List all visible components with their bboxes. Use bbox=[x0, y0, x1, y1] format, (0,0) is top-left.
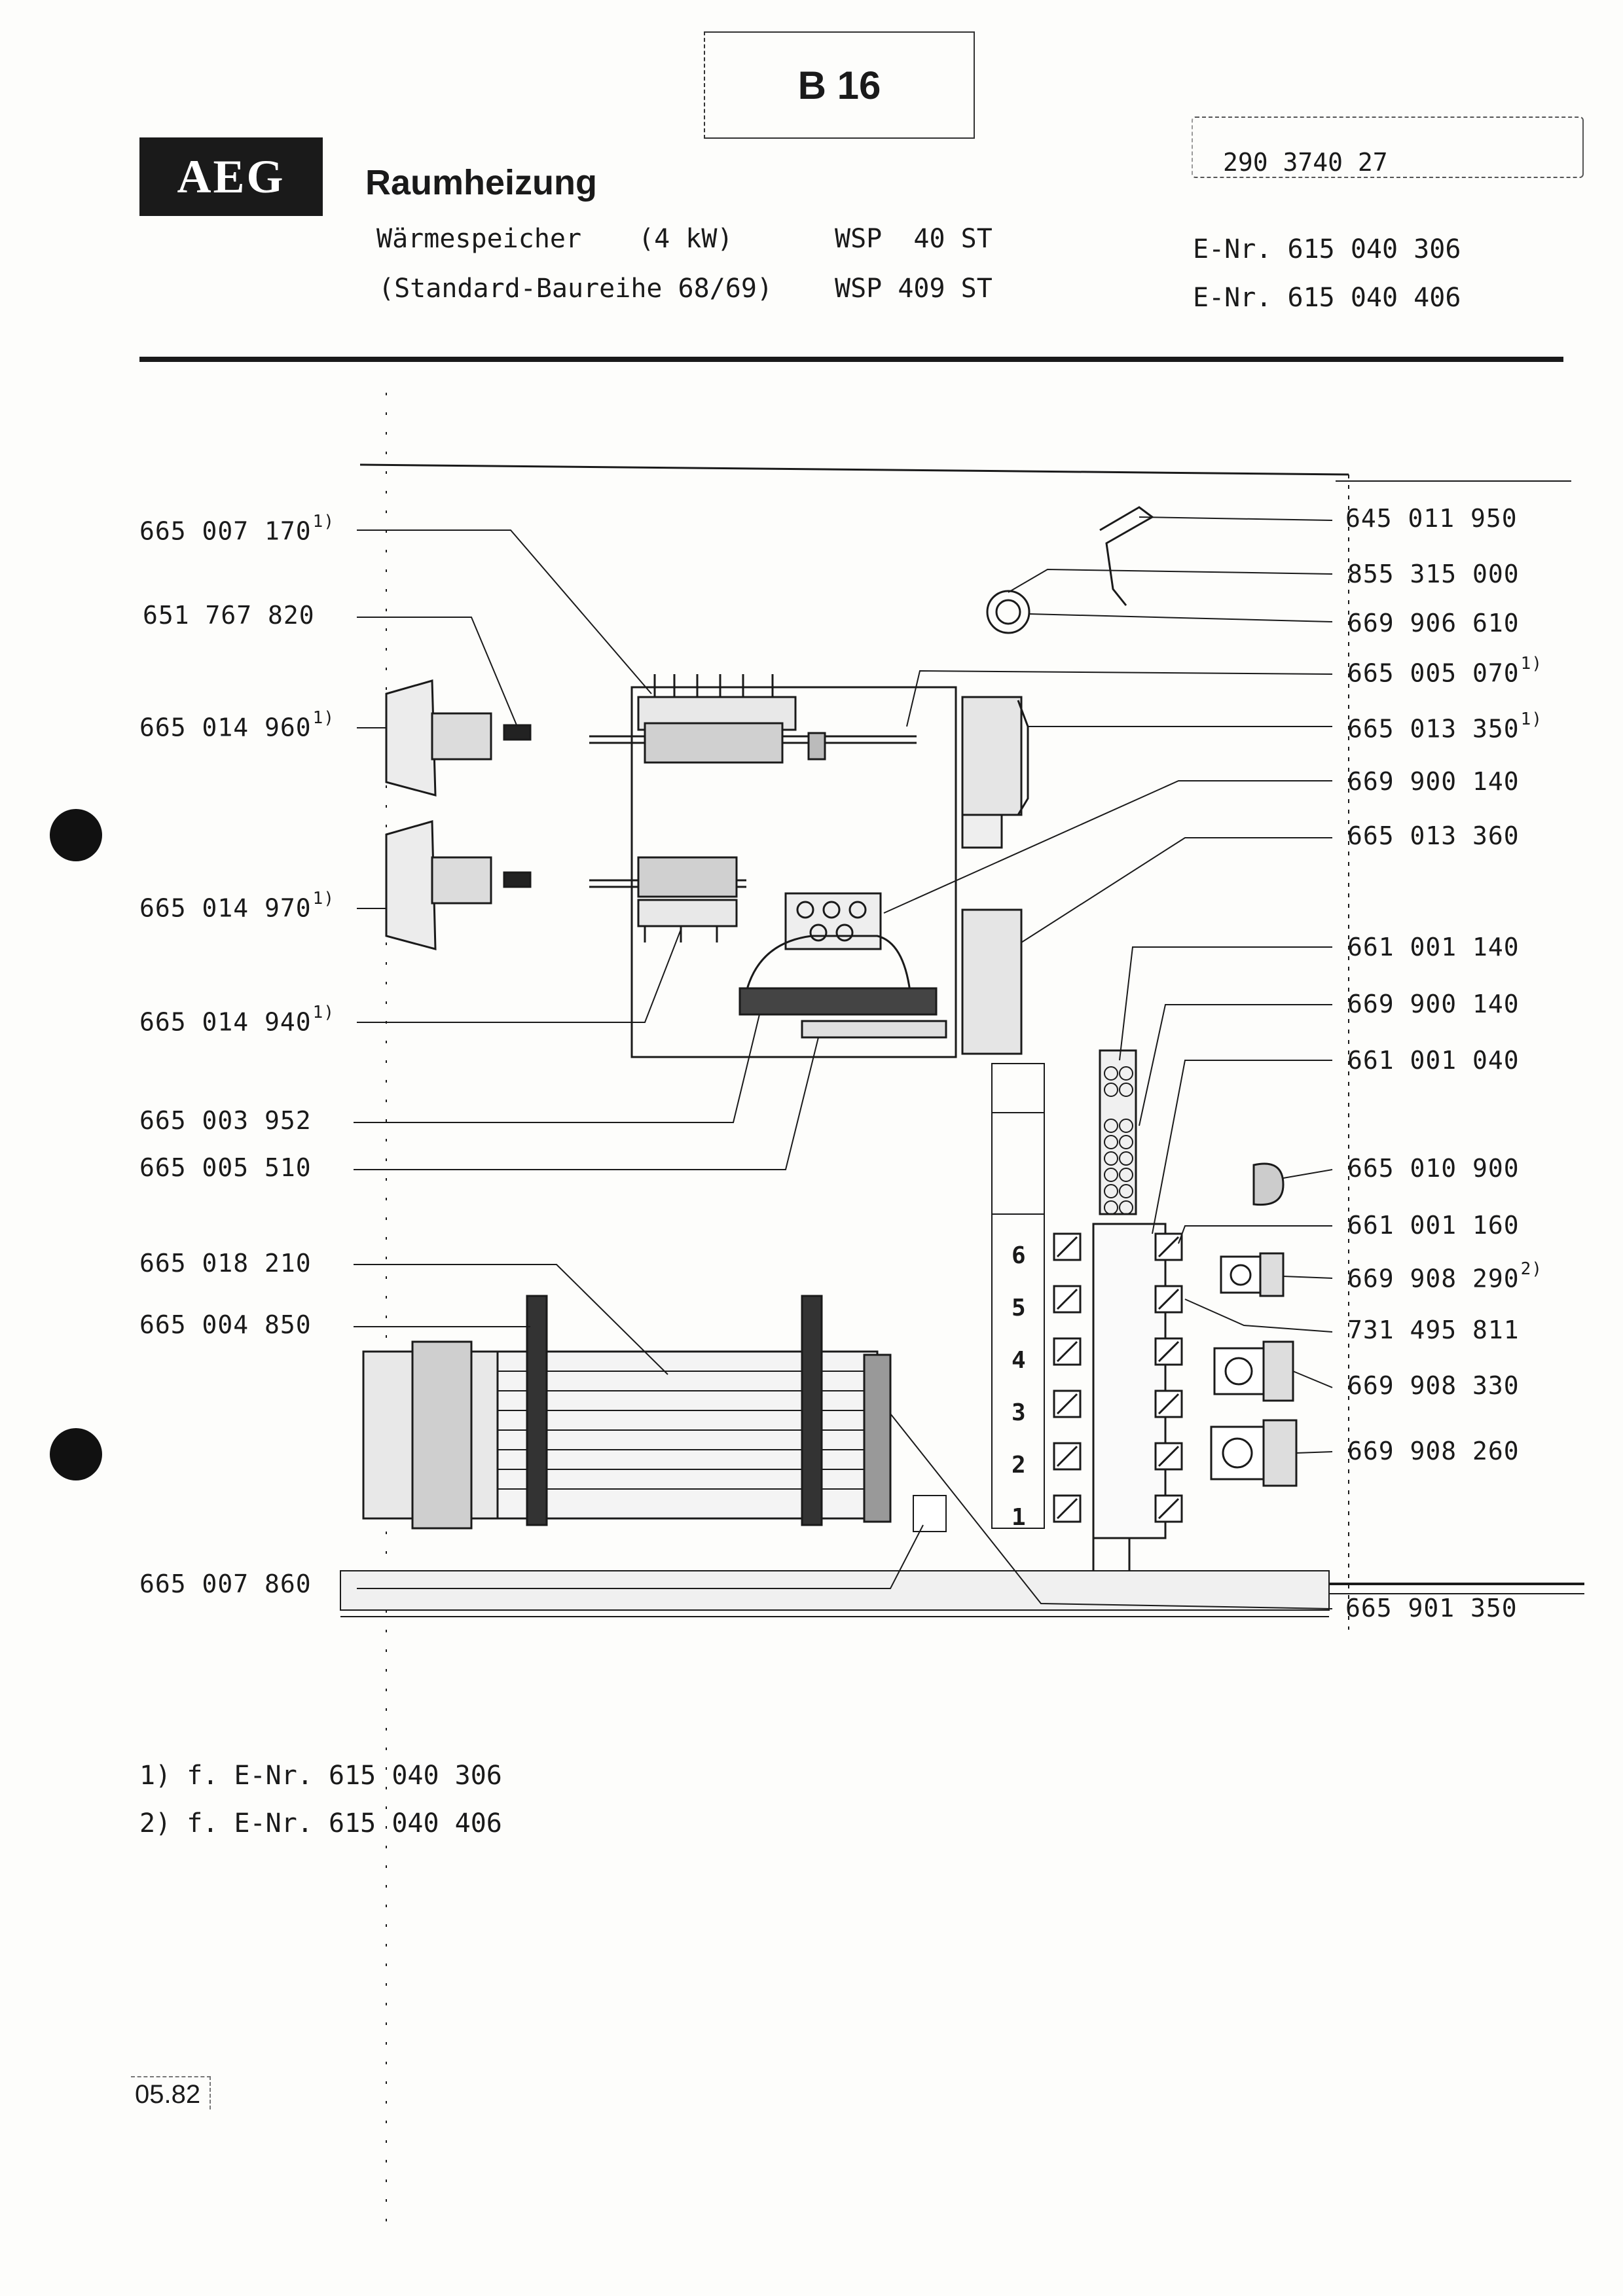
part-number-left: 665 005 510 bbox=[139, 1153, 312, 1182]
part-number-right: 665 010 900 bbox=[1347, 1154, 1520, 1183]
part-number-right: 669 900 140 bbox=[1347, 990, 1520, 1018]
part-number-right: 645 011 950 bbox=[1345, 504, 1518, 533]
terminal-number: 6 bbox=[1012, 1242, 1026, 1269]
footnote-2: 2) f. E-Nr. 615 040 406 bbox=[139, 1808, 502, 1839]
terminal-number: 1 bbox=[1012, 1504, 1026, 1531]
part-number-left: 651 767 820 bbox=[143, 601, 315, 630]
e-number-1: E-Nr. 615 040 306 bbox=[1193, 234, 1461, 264]
footnote-1: 1) f. E-Nr. 615 040 306 bbox=[139, 1761, 502, 1791]
product-rating: (4 kW) bbox=[638, 224, 733, 254]
punch-hole bbox=[50, 809, 102, 861]
part-number-right: 665 901 350 bbox=[1345, 1594, 1518, 1623]
document-number-box bbox=[1192, 117, 1584, 178]
model-number-2: WSP 409 ST bbox=[835, 274, 993, 304]
punch-hole bbox=[50, 1428, 102, 1480]
part-number-right: 855 315 000 bbox=[1347, 560, 1520, 588]
part-number-left: 665 007 860 bbox=[139, 1570, 312, 1598]
document-title: Raumheizung bbox=[365, 163, 598, 202]
part-number-right: 665 005 0701) bbox=[1347, 654, 1542, 688]
part-number-left: 665 007 1701) bbox=[139, 512, 335, 546]
part-number-right: 661 001 140 bbox=[1347, 933, 1520, 961]
part-number-right: 669 908 260 bbox=[1347, 1437, 1520, 1465]
part-number-right: 665 013 360 bbox=[1347, 821, 1520, 850]
terminal-number: 3 bbox=[1012, 1399, 1026, 1426]
part-number-left: 665 014 9701) bbox=[139, 889, 335, 923]
part-number-right: 669 900 140 bbox=[1347, 767, 1520, 796]
part-number-right: 669 908 330 bbox=[1347, 1371, 1520, 1400]
part-number-right: 669 906 610 bbox=[1347, 609, 1520, 637]
part-number-left: 665 003 952 bbox=[139, 1106, 312, 1135]
terminal-number: 2 bbox=[1012, 1452, 1026, 1479]
part-number-right: 661 001 040 bbox=[1347, 1046, 1520, 1075]
part-number-left: 665 018 210 bbox=[139, 1249, 312, 1278]
date-stamp: 05.82 bbox=[131, 2076, 211, 2109]
part-number-right: 661 001 160 bbox=[1347, 1211, 1520, 1240]
model-number-1: WSP 40 ST bbox=[835, 224, 993, 254]
page-code: B 16 bbox=[704, 31, 975, 139]
terminal-number: 5 bbox=[1012, 1295, 1026, 1321]
part-number-left: 665 014 9401) bbox=[139, 1003, 335, 1037]
product-series: (Standard-Baureihe 68/69) bbox=[378, 274, 773, 304]
part-number-left: 665 014 9601) bbox=[139, 708, 335, 742]
part-number-left: 665 004 850 bbox=[139, 1310, 312, 1339]
terminal-number: 4 bbox=[1012, 1347, 1026, 1374]
e-number-2: E-Nr. 615 040 406 bbox=[1193, 283, 1461, 313]
part-number-right: 731 495 811 bbox=[1347, 1316, 1520, 1344]
document-number: 290 3740 27 bbox=[1223, 148, 1388, 177]
aeg-logo: AEG bbox=[139, 137, 323, 216]
part-number-right: 669 908 2902) bbox=[1347, 1259, 1542, 1293]
product-name: Wärmespeicher bbox=[376, 224, 582, 254]
part-number-right: 665 013 3501) bbox=[1347, 709, 1542, 744]
header-rule bbox=[139, 357, 1563, 362]
